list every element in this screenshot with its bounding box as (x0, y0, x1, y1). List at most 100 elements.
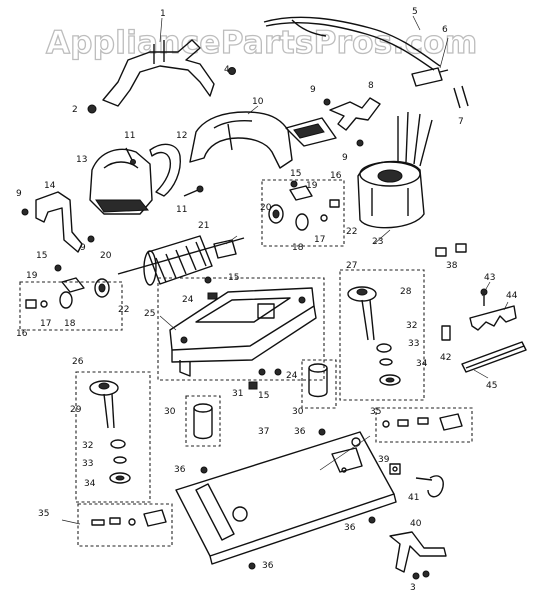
callout-36-d: 36 (262, 561, 274, 571)
part-19-20-clip-bearing-left (61, 277, 110, 298)
part-28-gear-right (347, 286, 377, 341)
callout-33-a: 33 (82, 459, 93, 469)
callout-14: 14 (44, 181, 56, 191)
callout-35-a: 35 (38, 509, 49, 519)
part-35-box-right (375, 407, 473, 443)
callout-2: 2 (72, 105, 78, 115)
callout-4: 4 (224, 65, 230, 75)
callout-44: 44 (506, 291, 518, 301)
gear-group-left-box (75, 371, 151, 503)
part-36-screws (200, 428, 376, 570)
callout-33-b: 33 (408, 339, 419, 349)
callout-11-a: 11 (124, 131, 135, 141)
part-21-armature (117, 235, 245, 286)
callout-9-c: 9 (16, 189, 22, 199)
callout-15-d: 15 (258, 391, 269, 401)
callout-7: 7 (458, 117, 464, 127)
callout-15-a: 15 (36, 251, 47, 261)
callout-32-a: 32 (82, 441, 93, 451)
callout-29: 29 (70, 405, 82, 415)
callout-20-b: 20 (260, 203, 272, 213)
part-6-plug (411, 67, 449, 87)
callout-25: 25 (144, 309, 155, 319)
part-25-base-housing (169, 287, 317, 377)
callout-28: 28 (400, 287, 412, 297)
part-8-bracket (329, 97, 381, 131)
part-41-clamp (415, 475, 444, 498)
callout-34-b: 34 (416, 359, 428, 369)
part-9-screws (21, 98, 364, 243)
gear-group-right-box (339, 269, 425, 401)
callout-10: 10 (252, 97, 264, 107)
callout-19-b: 19 (306, 181, 318, 191)
part-16-17-18-bearing-parts-left (25, 291, 73, 309)
callout-38: 38 (446, 261, 458, 271)
callout-16-a: 16 (16, 329, 28, 339)
part-35-box-left (77, 503, 173, 547)
part-23-field-coil (357, 111, 433, 229)
callout-32-b: 32 (406, 321, 417, 331)
callout-24-b: 24 (286, 371, 298, 381)
leader-lines (61, 15, 509, 525)
part-38-brushes (435, 243, 467, 257)
callout-37: 37 (258, 427, 269, 437)
part-5-cord (263, 16, 441, 71)
callout-22-a: 22 (118, 305, 129, 315)
callout-3: 3 (410, 583, 416, 593)
callout-41: 41 (408, 493, 419, 503)
bearing-group-left-box (19, 281, 123, 331)
part-13-end-shield (89, 148, 153, 215)
part-15-screws (54, 180, 298, 376)
callout-40: 40 (410, 519, 422, 529)
part-24-nuts (207, 292, 282, 376)
callout-42: 42 (440, 353, 451, 363)
part-10-housing-cover (189, 111, 337, 169)
part-32-33-34-left (109, 439, 131, 484)
callout-31: 31 (232, 389, 243, 399)
part-35-left (91, 509, 167, 527)
part-32-33-34-right (376, 343, 401, 386)
base-housing-box (157, 277, 325, 381)
callout-5: 5 (412, 7, 418, 17)
callout-11-b: 11 (176, 205, 187, 215)
callout-17-b: 17 (314, 235, 325, 245)
callout-22-b: 22 (346, 227, 357, 237)
bearing-group-right-box (261, 179, 345, 247)
callout-15-c: 15 (228, 273, 239, 283)
callout-39: 39 (378, 455, 390, 465)
callout-1: 1 (160, 9, 166, 19)
callout-12: 12 (176, 131, 187, 141)
callout-26: 26 (72, 357, 84, 367)
callout-9-d: 9 (80, 243, 86, 253)
callout-13: 13 (76, 155, 87, 165)
callout-43: 43 (484, 273, 495, 283)
callout-20-a: 20 (100, 251, 112, 261)
callout-18-a: 18 (64, 319, 76, 329)
callout-18-b: 18 (292, 243, 304, 253)
part-12-clip (149, 143, 181, 197)
callout-27: 27 (346, 261, 357, 271)
callout-labels: 1 2 3 4 5 6 7 8 9 9 9 9 10 11 11 12 13 1… (16, 7, 518, 593)
part-1-bracket (102, 39, 215, 107)
callout-34-a: 34 (84, 479, 96, 489)
part-43-screw (480, 288, 488, 306)
part-3-screws (412, 570, 430, 580)
part-42-block (441, 325, 451, 341)
part-14-bracket (35, 191, 83, 253)
part-4-screw (228, 67, 236, 75)
callout-23: 23 (372, 237, 383, 247)
part-right-bearing-parts (268, 185, 340, 231)
callout-36-a: 36 (294, 427, 306, 437)
part-30-posts (185, 359, 337, 447)
part-2-screw (87, 104, 97, 114)
callout-9-a: 9 (310, 85, 316, 95)
part-40-bracket (389, 531, 447, 573)
part-45-rail (461, 341, 527, 373)
callout-9-b: 9 (342, 153, 348, 163)
callout-30-b: 30 (292, 407, 304, 417)
part-7-terminals (453, 85, 469, 109)
part-39-nut (389, 463, 401, 475)
callout-21: 21 (198, 221, 209, 231)
callout-19-a: 19 (26, 271, 38, 281)
